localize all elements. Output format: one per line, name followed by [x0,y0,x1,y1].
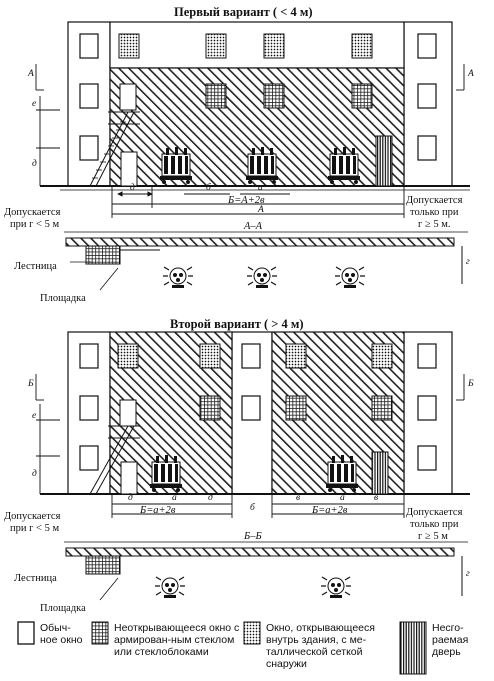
variant1-dim-b: б [206,183,211,193]
variant2-formula-left: Б=а+2в [140,505,176,516]
variant1-allowed-right-3: г ≥ 5 м. [418,219,451,230]
variant1-dim-e: е [32,99,37,109]
variant2-platform-label: Площадка [40,603,86,614]
variant1-span-label: А [258,205,264,215]
variant1-allowed-right-2: только при [410,207,459,218]
variant2-dimensions [35,374,465,518]
variant2-section-marker-left: Б [28,379,34,389]
variant2-title: Второй вариант ( > 4 м) [170,317,304,331]
variant1-platform-label: Площадка [40,293,86,304]
variant2-allowed-right-3: г ≥ 5 м [418,531,448,542]
variant2-section-label: Б–Б [244,531,262,542]
variant1-dim-d: д [32,159,37,169]
variant1-dimensions [35,64,465,218]
variant2-allowed-right-1: Допускается [406,507,463,518]
variant1-section-marker-right: А [468,69,474,79]
legend-swatch-inward-window-mesh [243,621,261,645]
variant2-dim-d2: д [208,493,213,503]
variant1-title: Первый вариант ( < 4 м) [174,5,313,19]
variant2-dim-v1: в [296,493,301,503]
variant2-plan-g: г [466,569,470,579]
variant1-building [40,21,470,191]
variant1-allowed-left-1: Допускается [4,207,61,218]
variant2-dim-dd: д [128,493,133,503]
variant1-plan-g: г [466,257,470,267]
variant2-section-marker-right: Б [468,379,474,389]
variant2-plan [64,541,468,601]
variant2-dim-v2: в [374,493,379,503]
variant2-dim-a: а [172,493,177,503]
legend-swatch-fireproof-door [399,621,427,675]
variant2-dim-d: д [32,469,37,479]
variant1-section-marker-left: А [28,69,34,79]
variant2-formula-right: Б=а+2в [312,505,348,516]
variant2-building [40,331,470,495]
variant1-dim-a: а [258,183,263,193]
variant2-dim-a2: а [340,493,345,503]
legend-text-fireproof-door: Несго-раемая дверь [432,622,469,658]
legend-text-ordinary-window: Обыч-ное окно [40,622,83,646]
legend-text-inward-window-mesh: Окно, открывающееся внутрь здания, с ме-… [266,622,375,670]
variant2-stair-label: Лестница [14,573,57,584]
variant1-section-label: А–А [244,221,263,232]
variant2-allowed-left-1: Допускается [4,511,61,522]
variant2-allowed-right-2: только при [410,519,459,530]
legend-text-fixed-armored-window: Неоткрывающееся окно с армирован-ным сте… [114,622,240,658]
variant2-dim-e: е [32,411,37,421]
variant2-dim-b: б [250,503,255,513]
variant1-formula: Б=А+2в [228,195,265,206]
variant1-allowed-left-2: при г < 5 м [10,219,60,230]
variant1-stair-label: Лестница [14,261,57,272]
variant1-allowed-right-1: Допускается [406,195,463,206]
legend-swatch-ordinary-window [17,621,35,645]
variant2-allowed-left-2: при г < 5 м [10,523,60,534]
variant1-plan [64,231,468,291]
legend-swatch-fixed-armored-window [91,621,109,645]
variant1-dim-dd: д [130,183,135,193]
